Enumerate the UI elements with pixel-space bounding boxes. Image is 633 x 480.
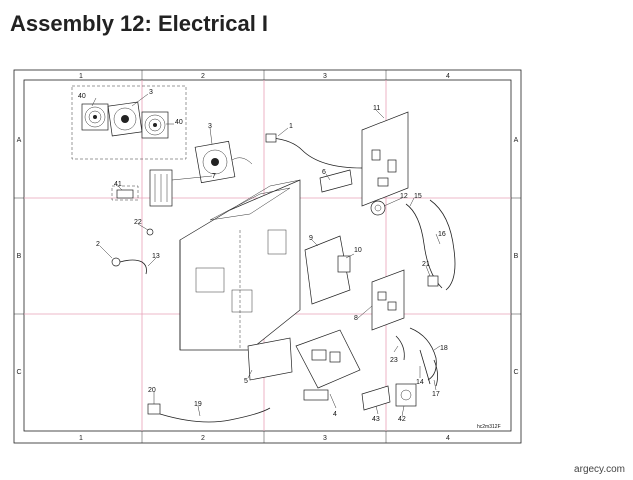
cable-16 [429,199,456,291]
grid-row-c-right: C [513,369,518,376]
callout-5: 5 [244,378,248,385]
part-2 [111,257,121,267]
grid-col-2-bottom: 2 [201,435,205,442]
grid-col-2-top: 2 [201,73,205,80]
grid-col-1-bottom: 1 [79,435,83,442]
plate-9 [304,235,351,305]
drawing-inner-frame [23,79,512,432]
callout-6: 6 [322,169,326,176]
grid-col-4-bottom: 4 [446,435,450,442]
grid-row-b-right: B [514,253,519,260]
grid-col-4-top: 4 [446,73,450,80]
callout-14: 14 [416,379,424,386]
grid-col-3-top: 3 [323,73,327,80]
grid-row-b-left: B [17,253,22,260]
callouts: 1 2 3 3 4 5 6 7 8 9 10 11 12 13 14 15 16… [78,89,448,423]
grid-row-a-right: A [514,137,519,144]
leader-lines [91,93,441,417]
fan-group-box [71,85,187,160]
callout-13: 13 [152,253,160,260]
callout-8: 8 [354,315,358,322]
grid-row-c-left: C [16,369,21,376]
callout-1: 1 [289,123,293,130]
callout-9: 9 [309,235,313,242]
part-41-box [111,185,139,201]
callout-42: 42 [398,416,406,423]
cable-18 [409,327,437,381]
callout-40b: 40 [175,119,183,126]
grid-labels: 1 2 3 4 1 2 3 4 A B C A B C [16,73,518,442]
part-41 [116,189,134,199]
cable-14 [419,349,431,385]
callout-43: 43 [372,416,380,423]
page-title: Assembly 12: Electrical I [10,11,269,36]
callout-4: 4 [333,411,337,418]
callout-11: 11 [373,105,380,112]
grid-col-3-bottom: 3 [323,435,327,442]
grid-ticks [14,70,521,443]
footer-site: argecy.com [574,464,625,475]
connector-21 [427,275,439,287]
bracket-7 [149,169,173,207]
callout-19: 19 [194,401,202,408]
fan-3 [194,140,253,184]
drawing-code: hc2m312F [477,424,501,430]
callout-22: 22 [134,219,142,226]
board-4 [295,329,361,401]
cable-23 [395,335,405,361]
part-10 [337,255,351,273]
connector-1 [265,133,277,143]
callout-15: 15 [414,193,422,200]
callout-2: 2 [96,241,100,248]
part-20 [147,403,161,415]
callout-7: 7 [212,173,216,180]
drawing-frame [13,69,522,444]
callout-41: 41 [114,181,122,188]
cable-1 [271,137,363,169]
callout-20: 20 [148,387,156,394]
main-chassis [179,179,301,351]
grid-row-a-left: A [17,137,22,144]
grid-col-1-top: 1 [79,73,83,80]
callout-3a: 3 [149,89,153,96]
callout-12: 12 [400,193,408,200]
cable-15 [405,203,443,289]
bracket-5 [247,337,293,381]
cable-17 [433,359,438,387]
callout-21: 21 [422,261,430,268]
fan-assembly-40 [81,101,169,139]
callout-3b: 3 [208,123,212,130]
cable-13 [119,259,147,275]
bracket-43 [361,385,391,411]
gear-12 [370,200,386,216]
callout-18: 18 [440,345,448,352]
switch-42 [395,383,417,407]
callout-16: 16 [438,231,446,238]
board-11 [361,111,409,207]
callout-40a: 40 [78,93,86,100]
board-8 [371,269,405,331]
bracket-6 [319,169,353,193]
callout-23: 23 [390,357,398,364]
cable-19 [159,407,271,423]
part-22 [146,228,154,236]
callout-10: 10 [354,247,362,254]
callout-17: 17 [432,391,440,398]
